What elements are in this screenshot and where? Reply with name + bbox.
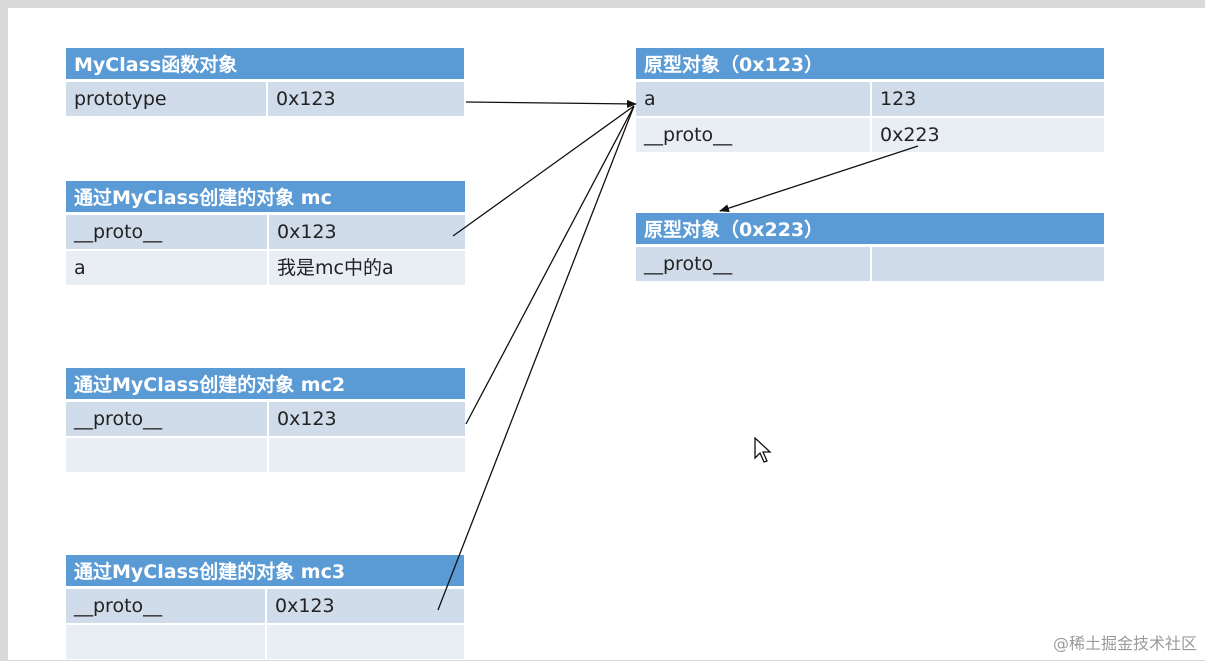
row-value: 123 bbox=[870, 82, 1104, 116]
table-row: __proto__ 0x123 bbox=[66, 402, 465, 436]
row-value: 0x123 bbox=[265, 589, 464, 623]
arrow-prototype-to-0x123 bbox=[465, 99, 637, 108]
table-row bbox=[66, 625, 464, 659]
row-value: 0x223 bbox=[870, 118, 1104, 152]
watermark: @稀土掘金技术社区 bbox=[1052, 634, 1197, 653]
row-key: a bbox=[74, 257, 86, 279]
row-key: prototype bbox=[74, 88, 167, 110]
table-row: prototype 0x123 bbox=[66, 82, 464, 116]
arrow-mc3-to-0x123 bbox=[437, 105, 635, 611]
row-key: __proto__ bbox=[74, 408, 163, 430]
table-header: 原型对象（0x223） bbox=[636, 213, 1104, 247]
arrow-mc2-to-0x123 bbox=[465, 105, 635, 425]
mouse-cursor-icon bbox=[754, 437, 772, 463]
row-key: __proto__ bbox=[74, 221, 163, 243]
table-header: 通过MyClass创建的对象 mc bbox=[66, 181, 465, 215]
row-value bbox=[265, 625, 464, 659]
prototype-0x123-table: 原型对象（0x123） a 123 __proto__ 0x223 bbox=[636, 48, 1104, 154]
myclass-function-table: MyClass函数对象 prototype 0x123 bbox=[66, 48, 464, 118]
row-key: a bbox=[644, 88, 656, 110]
table-row: a 我是mc中的a bbox=[66, 251, 465, 285]
row-value bbox=[267, 438, 465, 472]
table-header: 通过MyClass创建的对象 mc3 bbox=[66, 555, 464, 589]
row-value bbox=[870, 247, 1104, 281]
slide-canvas bbox=[8, 8, 1205, 660]
table-row: a 123 bbox=[636, 82, 1104, 116]
row-value: 0x123 bbox=[266, 82, 464, 116]
arrow-mc-to-0x123 bbox=[452, 105, 635, 237]
table-row: __proto__ bbox=[636, 247, 1104, 281]
mc2-object-table: 通过MyClass创建的对象 mc2 __proto__ 0x123 bbox=[66, 368, 465, 474]
prototype-0x223-table: 原型对象（0x223） __proto__ bbox=[636, 213, 1104, 283]
row-key: __proto__ bbox=[644, 124, 733, 146]
row-value: 0x123 bbox=[267, 402, 465, 436]
table-header: MyClass函数对象 bbox=[66, 48, 464, 82]
table-header: 通过MyClass创建的对象 mc2 bbox=[66, 368, 465, 402]
table-row bbox=[66, 438, 465, 472]
mc3-object-table: 通过MyClass创建的对象 mc3 __proto__ 0x123 bbox=[66, 555, 464, 661]
row-key: __proto__ bbox=[644, 253, 733, 275]
row-value: 0x123 bbox=[267, 215, 465, 249]
row-value: 我是mc中的a bbox=[267, 251, 465, 285]
table-header: 原型对象（0x123） bbox=[636, 48, 1104, 82]
row-key: __proto__ bbox=[74, 595, 163, 617]
mc-object-table: 通过MyClass创建的对象 mc __proto__ 0x123 a 我是mc… bbox=[66, 181, 465, 287]
arrow-0x123-proto-to-0x223 bbox=[719, 145, 919, 212]
table-row: __proto__ 0x123 bbox=[66, 215, 465, 249]
table-row: __proto__ 0x123 bbox=[66, 589, 464, 623]
table-row: __proto__ 0x223 bbox=[636, 118, 1104, 152]
